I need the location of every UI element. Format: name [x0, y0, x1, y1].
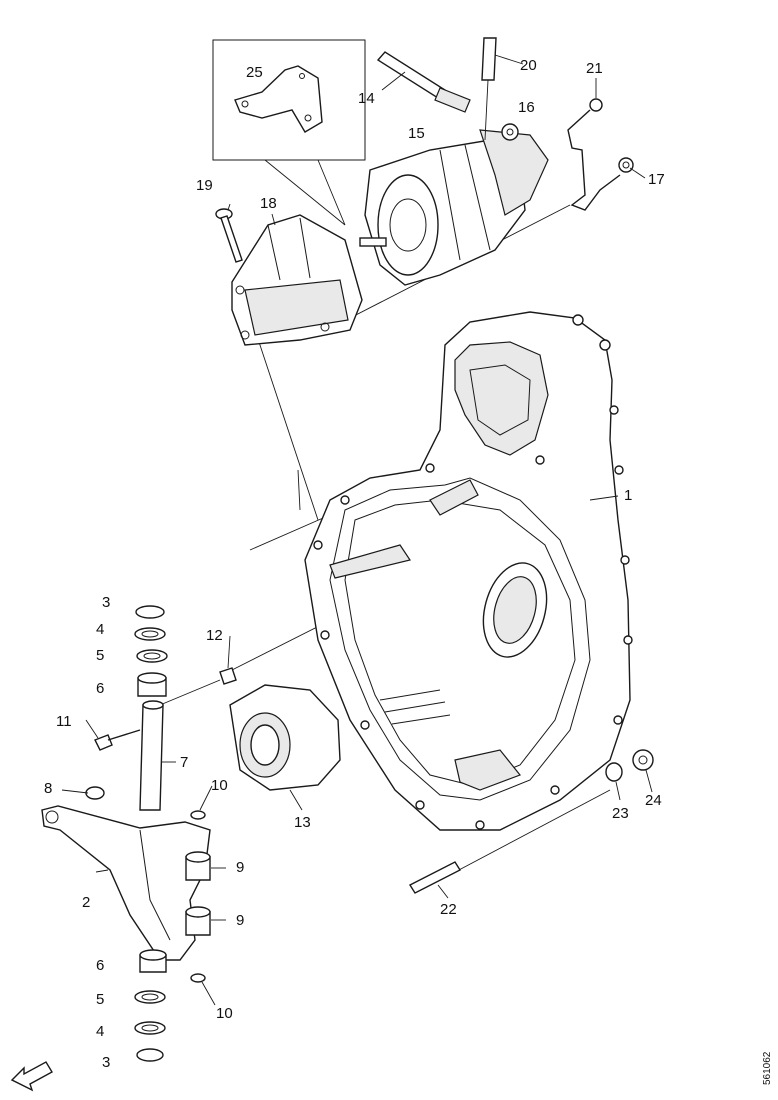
lever-arm-part-2	[41, 805, 211, 961]
callout-22: 22	[440, 901, 457, 918]
nut-part-17	[618, 157, 634, 173]
washer-part-4-top	[134, 627, 166, 641]
nut-part-16	[501, 123, 519, 141]
callout-12: 12	[206, 627, 223, 644]
ring-part-10-upper	[190, 810, 206, 820]
callout-19: 19	[196, 177, 213, 194]
nut-part-24	[632, 749, 654, 771]
mounting-bracket-part-18	[231, 214, 363, 346]
callout-9-lower: 9	[236, 912, 244, 929]
bushing-part-6-bottom	[139, 949, 167, 973]
callout-14: 14	[358, 90, 375, 107]
callout-20: 20	[520, 57, 537, 74]
callout-3-top: 3	[102, 594, 110, 611]
nut-part-8	[85, 786, 105, 800]
callout-15: 15	[408, 125, 425, 142]
callout-5-bottom: 5	[96, 991, 104, 1008]
callout-8: 8	[44, 780, 52, 797]
ring-part-3-bottom	[136, 1048, 164, 1062]
direction-arrow-icon	[10, 1061, 53, 1092]
callout-2: 2	[82, 894, 90, 911]
flywheel-housing-part-1	[304, 311, 633, 831]
callout-13: 13	[294, 814, 311, 831]
bracket-part-25	[234, 65, 323, 133]
bolt-part-11	[94, 729, 141, 751]
callout-3-bottom: 3	[102, 1054, 110, 1071]
washer-part-5-top	[136, 649, 168, 663]
callout-10-lower: 10	[216, 1005, 233, 1022]
bracket-part-21	[567, 98, 621, 211]
callout-16: 16	[518, 99, 535, 116]
callout-4-bottom: 4	[96, 1023, 104, 1040]
bushing-part-9-lower	[185, 906, 211, 936]
callout-5-top: 5	[96, 647, 104, 664]
bushing-part-9-upper	[185, 851, 211, 881]
callout-18: 18	[260, 195, 277, 212]
washer-part-4-bottom	[134, 1021, 166, 1035]
callout-6-bottom: 6	[96, 957, 104, 974]
callout-7: 7	[180, 754, 188, 771]
drawing-code: 561062	[762, 1051, 773, 1085]
callout-labels: 1 2 3 4 5 6 7 8 9 9 10 10 11 12 13 14 15…	[44, 57, 665, 1071]
callout-1: 1	[624, 487, 632, 504]
pin-part-20	[481, 37, 497, 141]
callout-17: 17	[648, 171, 665, 188]
ring-part-3-top	[135, 605, 165, 619]
callout-6-top: 6	[96, 680, 104, 697]
bolt-part-12	[219, 667, 237, 685]
bushing-part-23	[605, 762, 623, 782]
callout-4-top: 4	[96, 621, 104, 638]
ring-part-10-lower	[190, 973, 206, 983]
bolt-part-19	[215, 208, 243, 263]
starter-motor-part-15	[359, 129, 549, 286]
cable-part-14	[376, 51, 471, 113]
callout-10-upper: 10	[211, 777, 228, 794]
washer-part-5-bottom	[134, 990, 166, 1004]
callout-21: 21	[586, 60, 603, 77]
callout-leaders	[61, 54, 653, 1006]
stud-part-22	[409, 861, 461, 894]
shaft-part-7	[139, 700, 164, 811]
callout-11: 11	[56, 713, 72, 730]
callout-23: 23	[612, 805, 629, 822]
callout-25: 25	[246, 64, 263, 81]
bearing-part-13	[229, 684, 341, 791]
inset-detail-box	[212, 39, 366, 226]
bushing-part-6-top	[137, 672, 167, 697]
callout-24: 24	[645, 792, 662, 809]
callout-9-upper: 9	[236, 859, 244, 876]
